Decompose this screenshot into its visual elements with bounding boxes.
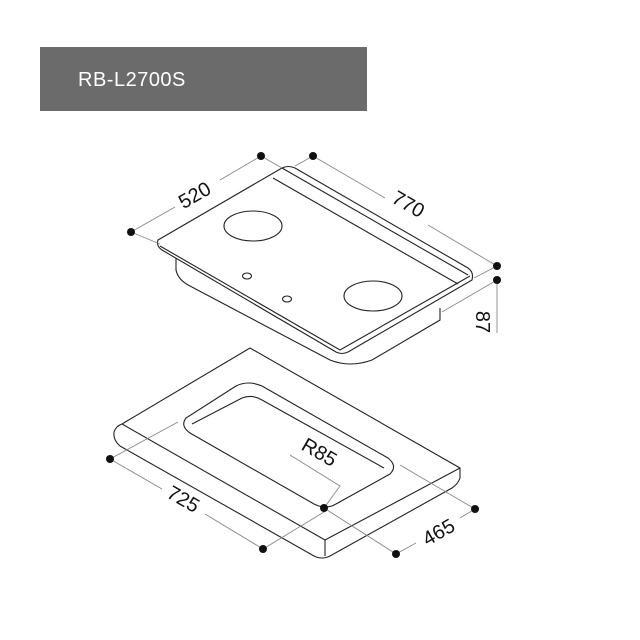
dim-87: 87	[471, 311, 493, 333]
cooktop-dimension-lines	[127, 152, 501, 333]
countertop-dimension-lines	[106, 421, 479, 558]
dim-770: 770	[388, 187, 428, 223]
dim-465: 465	[419, 515, 459, 551]
model-name: RB-L2700S	[78, 69, 186, 91]
model-header: RB-L2700S	[40, 47, 367, 111]
cooktop-drawing	[156, 165, 474, 365]
dim-520: 520	[175, 178, 215, 214]
dim-725: 725	[163, 482, 203, 518]
countertop-drawing	[113, 347, 461, 559]
